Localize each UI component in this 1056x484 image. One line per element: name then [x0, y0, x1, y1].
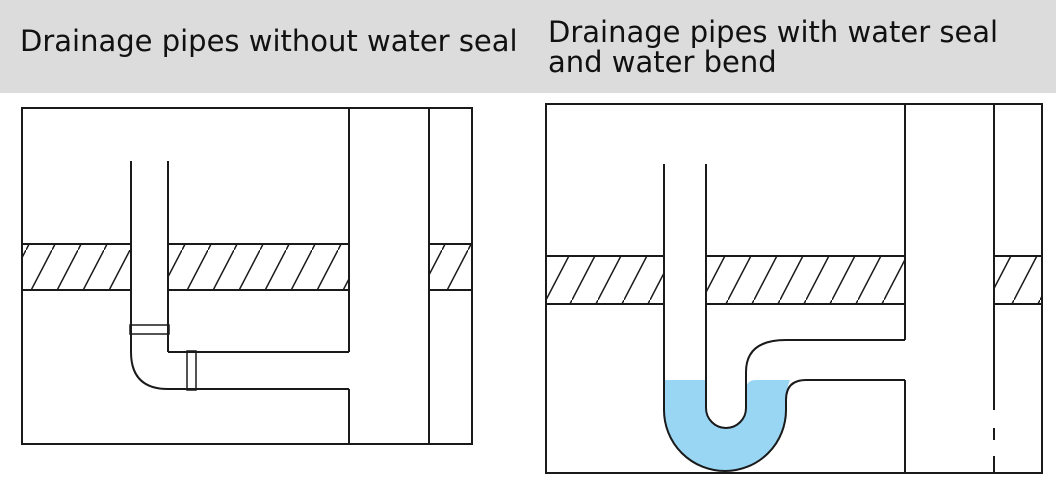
- right-title-line-1: Drainage pipes with water seal: [548, 15, 999, 49]
- left-diagram: [21, 107, 473, 445]
- left-main-riser: [348, 108, 430, 444]
- water-seal: [664, 380, 790, 471]
- right-diagram: [545, 103, 1043, 474]
- right-title-line-2: and water bend: [548, 45, 777, 79]
- right-main-riser: [904, 104, 995, 473]
- right-trap-pipe: [663, 164, 905, 472]
- right-floor-slab: [546, 255, 1042, 305]
- left-diagram-title: Drainage pipes without water seal: [20, 24, 518, 58]
- pipe-coupling-horizontal: [186, 350, 197, 391]
- header-band: [0, 0, 1056, 93]
- right-diagram-title: Drainage pipes with water seal and water…: [548, 17, 998, 77]
- left-floor-slab: [22, 243, 472, 291]
- left-drain-pipe: [129, 161, 349, 391]
- pipe-coupling-vertical: [129, 324, 170, 335]
